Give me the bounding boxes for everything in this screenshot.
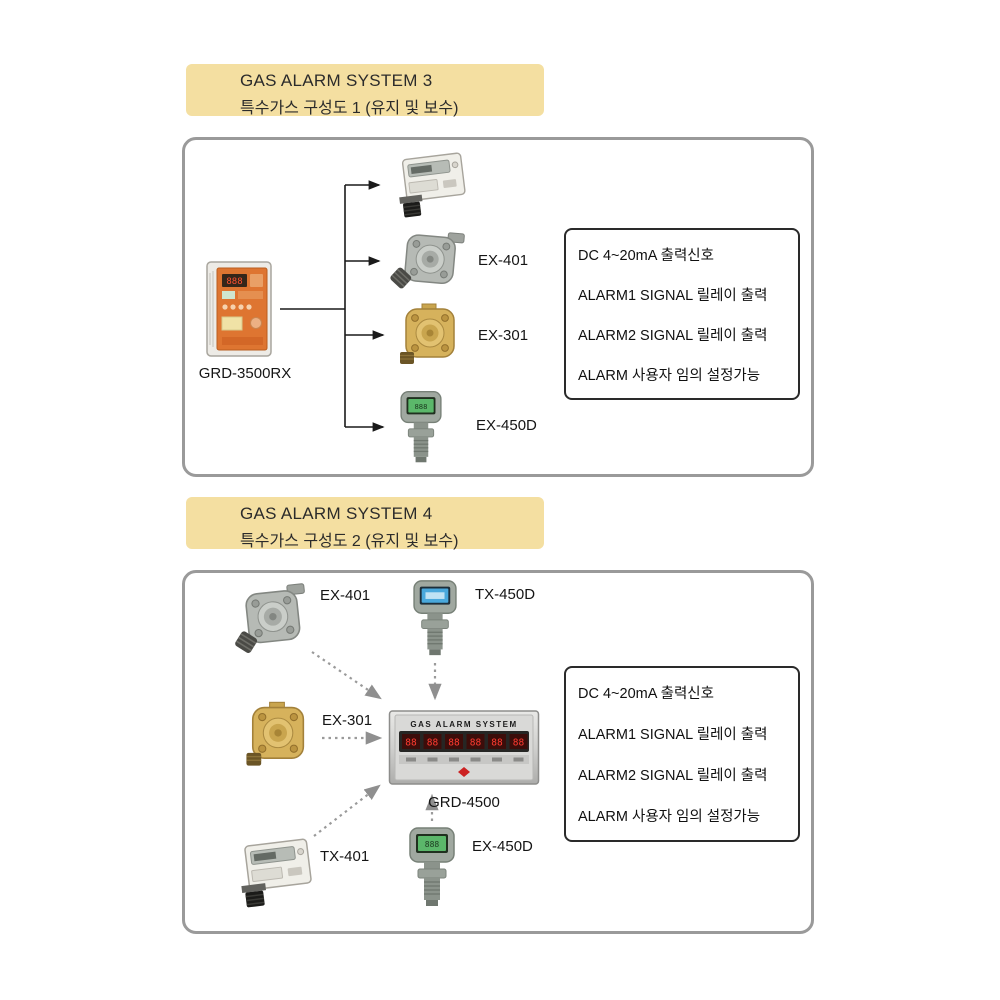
- ex-401-image: [235, 583, 305, 653]
- label-ex-450d: EX-450D: [472, 838, 533, 855]
- system4-output-info-box: DC 4~20mA 출력신호 ALARM1 SIGNAL 릴레이 출력 ALAR…: [564, 666, 800, 842]
- ex-450d-image: 888: [409, 827, 455, 906]
- device-ex-450d: 888: [394, 389, 448, 465]
- ex-450d-image: 888: [400, 391, 442, 463]
- led-display: [222, 274, 247, 287]
- device-ex-401: [388, 228, 468, 294]
- grd-3500rx-image: 888: [206, 261, 272, 357]
- device-ex-301: [238, 700, 316, 770]
- system3-output-info-box: DC 4~20mA 출력신호 ALARM1 SIGNAL 릴레이 출력 ALAR…: [564, 228, 800, 400]
- flange-bolts: [411, 314, 449, 352]
- label-ex-301: EX-301: [322, 712, 373, 729]
- device-grd-4500: GAS ALARM SYSTEM 88 88 88 88 88 88: [388, 706, 540, 790]
- info-line-alarm2: ALARM2 SIGNAL 릴레이 출력: [578, 768, 768, 784]
- label-ex-401: EX-401: [320, 587, 371, 604]
- buttons: [222, 304, 252, 310]
- transmitter-image: [399, 152, 466, 218]
- led-displays: 88 88 88 88 88 88: [402, 734, 528, 749]
- svg-text:88: 88: [470, 738, 482, 749]
- ex-401-image: [390, 232, 465, 289]
- sensor-head: [413, 436, 429, 463]
- info-line-alarm1: ALARM1 SIGNAL 릴레이 출력: [578, 288, 768, 304]
- info-line-alarm1: ALARM1 SIGNAL 릴레이 출력: [578, 727, 768, 743]
- led-digits: 888: [226, 277, 242, 287]
- section2-title: GAS ALARM SYSTEM 4: [240, 504, 433, 523]
- label-strip: [406, 757, 524, 762]
- tx-450d-image: [413, 580, 457, 656]
- device-tx-401: [232, 838, 316, 908]
- section1-header: GAS ALARM SYSTEM 3 특수가스 구성도 1 (유지 및 보수): [186, 64, 544, 117]
- device-tx-450d: [408, 578, 462, 658]
- section2-header: GAS ALARM SYSTEM 4 특수가스 구성도 2 (유지 및 보수): [186, 497, 544, 550]
- section1-title: GAS ALARM SYSTEM 3: [240, 71, 433, 90]
- info-line-alarm-config: ALARM 사용자 임의 설정가능: [578, 368, 761, 384]
- info-line-output-signal: DC 4~20mA 출력신호: [578, 686, 714, 702]
- tx-401-image: [241, 838, 312, 908]
- sensor-head: [246, 752, 262, 766]
- sensor-head: [390, 267, 412, 289]
- brand-logo: [458, 767, 470, 777]
- svg-text:88: 88: [513, 738, 525, 749]
- lcd-display: [408, 398, 434, 413]
- grd-4500-image: GAS ALARM SYSTEM 88 88 88 88 88 88: [388, 710, 540, 785]
- panel-title: GAS ALARM SYSTEM: [410, 720, 517, 729]
- device-transmitter-top: [388, 152, 472, 218]
- device-ex-401: [228, 583, 314, 654]
- sensor-head: [427, 628, 443, 656]
- info-line-alarm2: ALARM2 SIGNAL 릴레이 출력: [578, 328, 768, 344]
- label-grd-3500rx: GRD-3500RX: [198, 365, 292, 382]
- label-tx-401: TX-401: [320, 848, 370, 865]
- info-line-output-signal: DC 4~20mA 출력신호: [578, 248, 714, 264]
- svg-text:88: 88: [448, 738, 460, 749]
- label-ex-401: EX-401: [478, 252, 529, 269]
- sensor-head: [424, 878, 440, 906]
- vent-slots: [209, 271, 214, 347]
- ex-301-image: [246, 701, 305, 766]
- label-ex-450d: EX-450D: [476, 417, 537, 434]
- label-tx-450d: TX-450D: [475, 586, 536, 603]
- lcd-digits: 888: [414, 402, 427, 411]
- ex-301-image: [400, 303, 455, 364]
- sensor-head: [235, 631, 258, 653]
- lcd-display: [418, 836, 446, 851]
- svg-text:88: 88: [491, 738, 503, 749]
- device-ex-301: [392, 302, 466, 368]
- device-grd-3500rx: 888: [204, 259, 280, 359]
- label-ex-301: EX-301: [478, 327, 529, 344]
- flange-bolts: [410, 240, 451, 279]
- lcd-digits: 888: [425, 840, 440, 849]
- device-ex-450d: 888: [405, 825, 459, 909]
- system3-panel: 888 GRD-3500RX: [182, 137, 814, 477]
- section1-subtitle: 특수가스 구성도 1 (유지 및 보수): [240, 100, 459, 117]
- system4-panel: EX-401 TX-450D: [182, 570, 814, 934]
- sensor-head: [400, 352, 414, 364]
- label-grd-4500: GRD-4500: [428, 794, 500, 811]
- section2-subtitle: 특수가스 구성도 2 (유지 및 보수): [240, 533, 459, 550]
- info-line-alarm-config: ALARM 사용자 임의 설정가능: [578, 809, 761, 825]
- svg-text:88: 88: [427, 738, 439, 749]
- svg-text:88: 88: [405, 738, 417, 749]
